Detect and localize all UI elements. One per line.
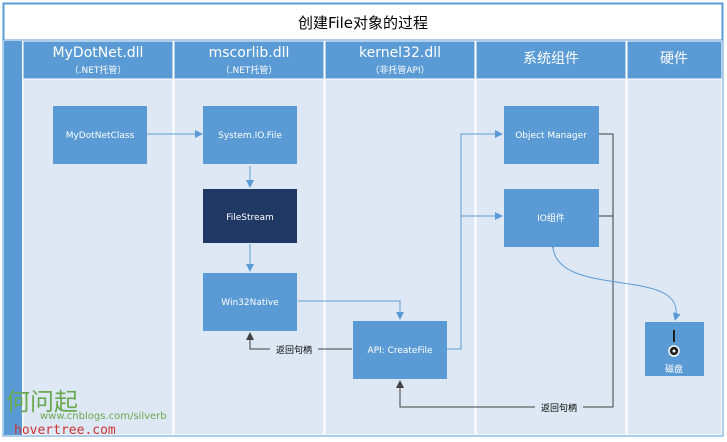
node-win32native — [203, 273, 297, 331]
node-label-filestream: FileStream — [226, 213, 274, 223]
node-label-disk: 磁盘 — [665, 363, 683, 375]
lane-subtitle-mydotnet: （.NET托管） — [70, 64, 127, 76]
watermark-chinese: 何问起 — [6, 388, 78, 416]
node-system-io-file — [203, 106, 297, 164]
lane-header-mscorlib — [173, 40, 325, 80]
disk-icon — [668, 330, 680, 357]
edge-win32native-to-createfile — [298, 300, 404, 320]
node-label-win32native: Win32Native — [221, 298, 279, 308]
watermark-url: www.cnblogs.com/silverb — [40, 411, 167, 422]
lane-title-mydotnet: MyDotNet.dll — [53, 45, 144, 61]
node-io-component — [504, 189, 599, 247]
lane-title-system: 系统组件 — [523, 51, 579, 67]
watermark: 何问起 www.cnblogs.com/silverb hovertree.co… — [6, 388, 167, 438]
lane-subtitle-mscorlib: （.NET托管） — [221, 64, 278, 76]
lane-header-hardware — [626, 40, 723, 80]
lane-subtitle-kernel32: （非托管API） — [370, 64, 429, 76]
watermark-site: hovertree.com — [14, 423, 116, 438]
node-label-io-component: IO组件 — [537, 212, 565, 224]
node-label-system-io-file: System.IO.File — [218, 131, 282, 141]
left-strip — [4, 41, 22, 435]
node-label-api-createfile: API: CreateFile — [367, 346, 433, 356]
lane-body-hardware — [626, 78, 723, 436]
nodes: MyDotNetClass System.IO.File FileStream … — [53, 106, 704, 379]
lane-header-mydotnet — [22, 40, 174, 80]
edge-return-handle-2 — [396, 133, 614, 408]
lane-headers: MyDotNet.dll （.NET托管） mscorlib.dll （.NET… — [22, 40, 723, 80]
lane-title-hardware: 硬件 — [660, 51, 688, 67]
lane-title-kernel32: kernel32.dll — [359, 45, 441, 61]
lane-header-kernel32 — [324, 40, 476, 80]
node-filestream — [203, 189, 297, 243]
edge-label-bg-1 — [270, 343, 318, 355]
node-mydotnetclass — [53, 106, 147, 164]
node-label-mydotnetclass: MyDotNetClass — [66, 131, 135, 141]
title-bar — [3, 3, 723, 41]
lane-header-system — [475, 40, 627, 80]
lane-title-mscorlib: mscorlib.dll — [209, 45, 290, 61]
node-object-manager — [504, 106, 599, 164]
node-label-object-manager: Object Manager — [515, 131, 587, 141]
edge-label-return-handle-1: 返回句柄 — [276, 344, 312, 356]
edge-io-disk — [548, 240, 681, 321]
edge-createfile-to-objectmanager — [447, 130, 503, 350]
diagram-title: 创建File对象的过程 — [298, 14, 428, 32]
node-api-createfile — [353, 321, 447, 379]
edge-label-return-handle-2: 返回句柄 — [541, 402, 577, 414]
edge-label-bg-2 — [535, 401, 583, 413]
